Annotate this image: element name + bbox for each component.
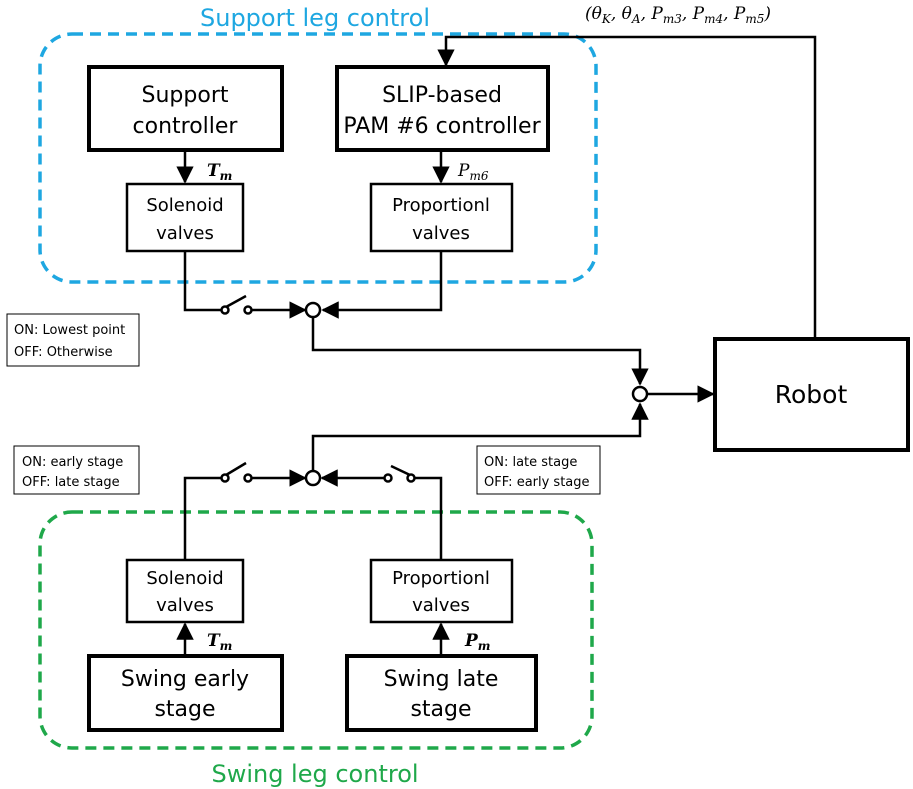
swing-proportional-output-line xyxy=(414,476,443,560)
swing-early-stage-box xyxy=(87,654,284,732)
support-switch-terminal-left xyxy=(220,305,230,315)
main-summing-node xyxy=(631,385,649,403)
support-switch-note-box xyxy=(6,313,140,367)
slip-controller-box xyxy=(335,65,550,152)
swing-late-line2: stage xyxy=(410,697,471,722)
swing-right-note-line2: OFF: early stage xyxy=(484,475,590,490)
feedback-signals-label: (θK, θA, Pm3, Pm4, Pm5) xyxy=(585,4,771,26)
robot-box xyxy=(713,337,910,452)
support-proportional-line2: valves xyxy=(412,223,470,244)
support-controller-line1: Support xyxy=(142,83,229,108)
swing-early-line1: Swing early xyxy=(121,667,249,692)
swing-proportional-line1: Proportionl xyxy=(392,568,490,589)
robot-label: Robot xyxy=(775,380,848,409)
swing-late-line1: Swing late xyxy=(384,667,499,692)
swing-right-switch-terminal-left xyxy=(383,473,393,483)
support-controller-line2: controller xyxy=(133,114,239,139)
support-summing-node xyxy=(304,301,322,319)
support-solenoid-output-line xyxy=(183,251,222,312)
support-leg-region xyxy=(38,32,598,284)
pm6-label: Pm6 xyxy=(457,161,489,183)
support-switch-note-line1: ON: Lowest point xyxy=(14,323,125,338)
support-tm-label: Tm xyxy=(207,161,232,183)
support-proportional-line1: Proportionl xyxy=(392,195,490,216)
swing-leg-title: Swing leg control xyxy=(211,760,418,788)
feedback-line xyxy=(437,35,817,339)
swing-tm-label: Tm xyxy=(207,631,232,653)
slip-controller-line2: PAM #6 controller xyxy=(343,114,541,139)
swing-left-note-line2: OFF: late stage xyxy=(22,475,120,490)
swing-right-switch-terminal-right xyxy=(406,473,416,483)
swing-left-switch-terminal-right xyxy=(243,473,253,483)
swing-to-main-node-line xyxy=(311,402,649,470)
swing-summing-node xyxy=(304,469,322,487)
swing-left-switch-terminal-left xyxy=(220,473,230,483)
support-switch-terminal-right xyxy=(243,305,253,315)
support-solenoid-line1: Solenoid xyxy=(146,195,223,216)
support-proportional-output-line xyxy=(321,251,443,319)
support-switch-note-line2: OFF: Otherwise xyxy=(14,345,113,360)
support-leg-title: Support leg control xyxy=(200,4,430,32)
swing-late-stage-box xyxy=(345,654,538,732)
swing-solenoid-line2: valves xyxy=(156,595,214,616)
swing-pm-label: Pm xyxy=(464,631,491,653)
swing-right-note-line1: ON: late stage xyxy=(484,455,577,470)
swing-right-switch-blade xyxy=(390,464,411,477)
support-to-main-node-line xyxy=(311,317,649,386)
swing-solenoid-valves-box xyxy=(125,558,245,624)
swing-solenoid-line1: Solenoid xyxy=(146,568,223,589)
swing-proportional-valves-box xyxy=(369,558,514,624)
swing-early-line2: stage xyxy=(154,697,215,722)
swing-left-switch-blade xyxy=(225,461,247,477)
slip-controller-line1: SLIP-based xyxy=(382,83,502,108)
swing-left-note-box xyxy=(13,445,140,495)
swing-right-note-box xyxy=(476,445,601,495)
swing-leg-region xyxy=(38,510,594,750)
swing-solenoid-output-line xyxy=(183,476,222,560)
swing-left-note-line1: ON: early stage xyxy=(22,455,123,470)
support-solenoid-line2: valves xyxy=(156,223,214,244)
support-switch-blade xyxy=(225,294,247,309)
swing-proportional-line2: valves xyxy=(412,595,470,616)
